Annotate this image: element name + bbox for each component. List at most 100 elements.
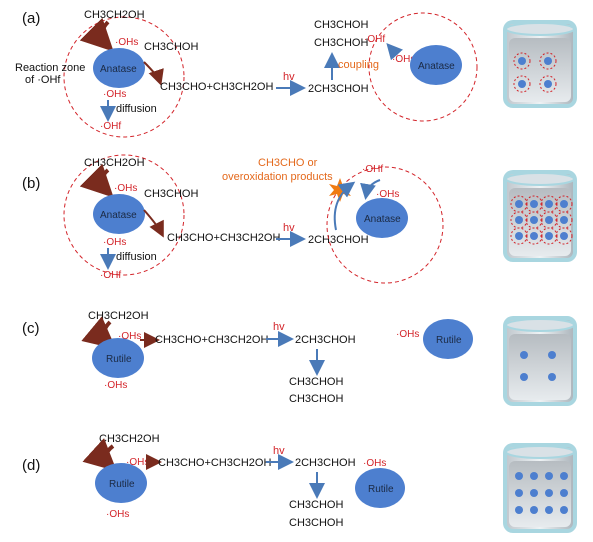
beaker-a-particle-1 [518, 57, 526, 65]
ethanol-label: CH3CH2OH [99, 433, 160, 445]
ethanol-label: CH3CH2OH [88, 310, 149, 322]
panel-b-label: (b) [22, 175, 40, 192]
product-label: 2CH3CHOH [295, 334, 356, 346]
dimer-top: CH3CHOH [289, 499, 343, 511]
hv-label: hv [273, 321, 285, 333]
beaker-c-particle-4 [548, 373, 556, 381]
right-zone-circle [368, 12, 478, 122]
diffusion-label: diffusion [116, 251, 157, 263]
right-oh-s-label: ·OHs [376, 189, 399, 200]
right-anatase-particle [356, 198, 408, 238]
oh-f-label: ·OHf [100, 270, 121, 281]
product-label: 2CH3CHOH [308, 234, 369, 246]
right-oh-f-label: ·OHf [364, 34, 385, 45]
panel-d-label: (d) [22, 457, 40, 474]
oh-s-label: ·OHs [126, 457, 149, 468]
anatase-label: Anatase [100, 64, 137, 75]
beaker-a-particle-2 [544, 57, 552, 65]
right-arrow [386, 43, 403, 61]
oh-s-label: ·OHs [114, 183, 137, 194]
hv-label: hv [283, 222, 295, 234]
beaker-a-particle-4 [544, 80, 552, 88]
beaker-b [503, 170, 577, 262]
oh-s2-label: ·OHs [103, 237, 126, 248]
diffusion-label: diffusion [116, 103, 157, 115]
right-zone-circle [326, 166, 444, 284]
chain-label: CH3CHO+CH3CH2OH [160, 81, 273, 93]
panel-b: (b) CH3CH2OH ·OHs CH3CHOH Anatase ·OHs d… [22, 154, 577, 284]
dimer-top: CH3CHOH [314, 19, 368, 31]
beaker-d-particles [515, 472, 568, 514]
anatase-particle [93, 194, 145, 234]
chain-label: CH3CHO+CH3CH2OH [158, 457, 271, 469]
right-oh-s-label: ·OHs [392, 54, 415, 65]
beaker-b-particles [510, 195, 573, 245]
right-rutile-label: Rutile [368, 484, 394, 495]
coupling-label: coupling [338, 59, 379, 71]
right-oh-s-label: ·OHs [396, 329, 419, 340]
beaker-c-particle-2 [548, 351, 556, 359]
reaction-zone-circle [63, 154, 185, 276]
chain-arrow [143, 209, 164, 238]
right-arrow [360, 179, 381, 200]
panel-c: (c) CH3CH2OH ·OHs CH3CHO+CH3CH2OH Rutile… [22, 310, 577, 406]
ethanol-label: CH3CH2OH [84, 9, 145, 21]
dimer-bottom: CH3CHOH [289, 517, 343, 529]
chain-label: CH3CHO+CH3CH2OH [167, 232, 280, 244]
return-arrow [333, 181, 356, 231]
anatase-particle [93, 48, 145, 88]
right-anatase-label: Anatase [418, 61, 455, 72]
panel-a: (a) CH3CH2OH ·OHs CH3CHOH Anatase Reacti… [15, 9, 577, 138]
right-rutile-particle [423, 319, 473, 359]
chain-label: CH3CHO+CH3CH2OH [155, 334, 268, 346]
oh-f-label: ·OHf [100, 121, 121, 132]
product-label: 2CH3CHOH [295, 457, 356, 469]
dimer-bottom: CH3CHOH [289, 393, 343, 405]
beaker-c-particle-1 [520, 351, 528, 359]
product-label: 2CH3CHOH [308, 83, 369, 95]
oh-s2-label: ·OHs [106, 509, 129, 520]
right-anatase-label: Anatase [364, 214, 401, 225]
ethanol-label: CH3CH2OH [84, 157, 145, 169]
beaker-a-zone-3 [513, 75, 531, 93]
rutile-particle [95, 463, 147, 503]
oh-s-label: ·OHs [115, 37, 138, 48]
right-anatase-particle [410, 45, 462, 85]
oh-s2-label: ·OHs [104, 380, 127, 391]
panel-d: (d) CH3CH2OH ·OHs CH3CHO+CH3CH2OH Rutile… [22, 433, 577, 533]
dimer-bottom: CH3CHOH [314, 37, 368, 49]
hv-label: hv [283, 71, 295, 83]
right-rutile-particle [355, 468, 405, 508]
radical-label: CH3CHOH [144, 41, 198, 53]
reaction-zone-circle [63, 16, 185, 138]
chain-arrow [143, 61, 164, 86]
radical-label: CH3CHOH [144, 188, 198, 200]
oh-s2-label: ·OHs [103, 89, 126, 100]
right-oh-s-label: ·OHs [363, 458, 386, 469]
panel-a-label: (a) [22, 10, 40, 27]
right-oh-f-label: ·OHf [362, 164, 383, 175]
oxidation-arrow [79, 17, 114, 52]
beaker-a-zone-4 [539, 75, 557, 93]
oxidation-arrow [82, 438, 117, 472]
beaker-d [503, 443, 577, 533]
rutile-label: Rutile [109, 479, 135, 490]
beaker-a-particle-3 [518, 80, 526, 88]
overox-label-2: overoxidation products [222, 171, 333, 183]
beaker-a-zone-1 [513, 52, 531, 70]
dimer-top: CH3CHOH [289, 376, 343, 388]
anatase-label: Anatase [100, 210, 137, 221]
beaker-c [503, 316, 577, 406]
beaker-a [503, 20, 577, 108]
overox-label-1: CH3CHO or [258, 157, 318, 169]
oh-s-label: ·OHs [118, 331, 141, 342]
rutile-particle [92, 338, 144, 378]
beaker-c-particle-3 [520, 373, 528, 381]
zone-label-2: of ·OHf [25, 74, 61, 86]
zone-label-1: Reaction zone [15, 62, 85, 74]
panel-c-label: (c) [22, 320, 40, 337]
oxidation-arrow [79, 163, 114, 198]
right-rutile-label: Rutile [436, 335, 462, 346]
hv-label: hv [273, 445, 285, 457]
